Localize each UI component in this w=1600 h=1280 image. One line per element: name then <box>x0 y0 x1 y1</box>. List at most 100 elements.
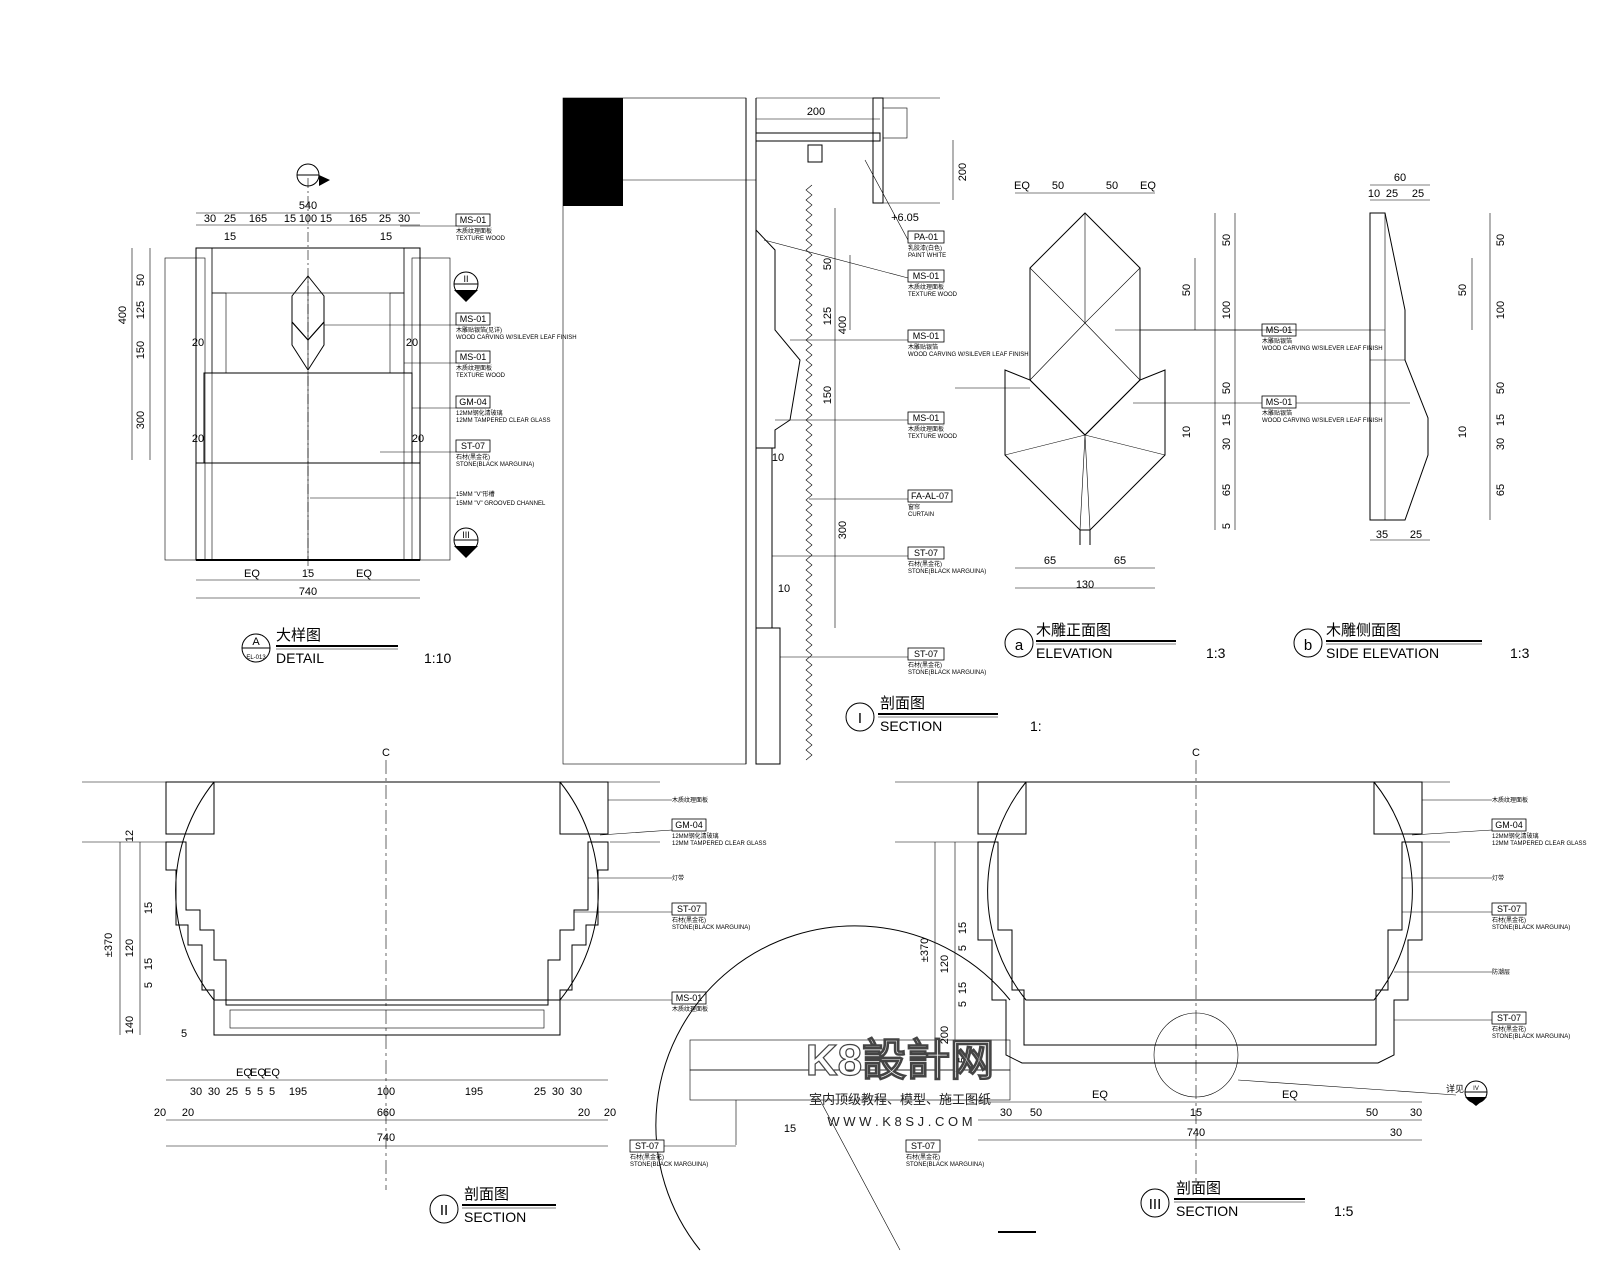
elev-a-top-3: EQ <box>1140 180 1156 192</box>
sec3-scale: 1:5 <box>1334 1203 1354 1219</box>
elev-a-tag-1-cn: 木雕贴银箔 <box>1262 409 1292 417</box>
elev-a-right-7: 5 <box>1221 523 1233 529</box>
sec1-tag-1-code: MS-01 <box>913 271 940 281</box>
section-ii-dimensions: C 12 15 120 15 5 140 5 ±370 EQ EQ EQ 30 … <box>103 747 616 1144</box>
detail-tag-0-en: TEXTURE WOOD <box>456 236 506 242</box>
sec3-row2-1: 50 <box>1030 1107 1042 1119</box>
section-i-drawing <box>562 97 954 765</box>
elev-a-right-6: 65 <box>1221 484 1233 496</box>
sec3-left-0: 15 <box>957 922 969 934</box>
detail-tag-3-code: GM-04 <box>459 397 487 407</box>
sec3-detail-label: 详见 <box>1446 1083 1464 1094</box>
sec3-marker: III <box>1149 1196 1162 1213</box>
elev-a-tag-1-en: WOOD CARVING W/SILEVER LEAF FINISH <box>1262 418 1383 424</box>
detail-bottom-total: 740 <box>299 586 317 598</box>
elev-a-bottom-0: 65 <box>1044 555 1056 567</box>
sec1-vdim-2: 400 <box>837 316 849 334</box>
detail-bottom-0: EQ <box>244 568 260 580</box>
sec3-title-en: SECTION <box>1176 1203 1238 1219</box>
sec3-tag-4-cn: 防潮层 <box>1492 968 1510 976</box>
detail-small-20b: 20 <box>406 337 418 349</box>
sec1-tag-4-cn: 窗帘 <box>908 503 920 511</box>
watermark: K8設計网 室内顶级教程、模型、施工图纸 W W W . K 8 S J . C… <box>805 1035 994 1129</box>
detail-dim-top-7: 25 <box>379 213 391 225</box>
elev-b-right-4: 30 <box>1495 438 1507 450</box>
sec1-vdim-6: 10 <box>778 583 790 595</box>
sec1-tag-3-en: TEXTURE WOOD <box>908 434 958 440</box>
sec2-row3-4: 20 <box>604 1107 616 1119</box>
section-iii-dimensions: C 15 5 120 15 5 200 5 ±370 EQ 15 EQ 30 5… <box>919 747 1422 1139</box>
sec2-row3-0: 20 <box>154 1107 166 1119</box>
detail-tag-0-code: MS-01 <box>460 215 487 225</box>
elev-a-right-0: 50 <box>1221 234 1233 246</box>
detail-tag-5-en: 15MM "V" GROOVED CHANNEL <box>456 501 546 507</box>
sec3-left-1: 5 <box>957 945 969 951</box>
detail-left-dim-3: 300 <box>135 411 147 429</box>
elev-b-title-cn: 木雕侧面图 <box>1326 622 1401 639</box>
sec1-tag-6-cn: 石材(黑金花) <box>908 661 942 669</box>
elevation-b-title-block: b 木雕侧面图 SIDE ELEVATION 1:3 <box>1293 622 1530 661</box>
sec2-tag-2-cn: 灯带 <box>672 874 684 882</box>
zoom-dim: 15 <box>784 1123 796 1135</box>
sec1-marker: I <box>858 710 862 727</box>
elev-b-top-1: 25 <box>1386 188 1398 200</box>
sec1-tag-0-code: PA-01 <box>914 232 938 242</box>
section-iii-drawing <box>895 760 1457 1190</box>
sec1-vdim-3: 150 <box>822 386 834 404</box>
sec1-scale: 1: <box>1030 718 1042 734</box>
detail-tag-1-cn: 木雕贴银箔(见详) <box>456 326 502 334</box>
sec3-row2-4: 30 <box>1410 1107 1422 1119</box>
sec1-tag-5-code: ST-07 <box>914 548 938 558</box>
sec2-tag-3-cn: 石材(黑金花) <box>672 916 706 924</box>
sec2-row1-2: EQ <box>264 1067 280 1079</box>
detail-tag-1-code: MS-01 <box>460 314 487 324</box>
elev-a-top-2: 50 <box>1106 180 1118 192</box>
sec2-tag-1-cn: 12MM钢化清玻璃 <box>672 832 719 840</box>
detail-tag-4-code: ST-07 <box>461 441 485 451</box>
section-ii-title-block: II 剖面图 SECTION <box>429 1186 556 1225</box>
sec3-detail-ref: IV <box>1473 1086 1479 1092</box>
sec3-centerline: C <box>1192 747 1200 759</box>
section-ii-tags: 木质纹理面板 GM-04 12MM钢化清玻璃 12MM TAMPERED CLE… <box>544 796 766 1013</box>
detail-marker: A <box>252 636 260 648</box>
elev-a-right-5: 30 <box>1221 438 1233 450</box>
sec1-tag-0-cn: 乳胶漆(白色) <box>908 244 942 252</box>
sec2-centerline: C <box>382 747 390 759</box>
detail-left-dim-0: 50 <box>135 274 147 286</box>
zoom-detail-drawing: 15 ST-07 石材(黑金花) STONE(BLACK MARGUINA) S… <box>629 925 1011 1251</box>
sec1-tag-2-code: MS-01 <box>913 331 940 341</box>
callout-iii-label: III <box>462 530 470 540</box>
sec3-title-cn: 剖面图 <box>1176 1180 1221 1197</box>
sec2-row2-8: 195 <box>465 1086 483 1098</box>
sec1-tag-3-code: MS-01 <box>913 413 940 423</box>
zoom-tag-0-en: STONE(BLACK MARGUINA) <box>630 1162 708 1168</box>
section-iii-detail-callout: 详见 IV <box>1446 1080 1488 1106</box>
detail-small-20a: 20 <box>192 337 204 349</box>
elev-b-top-2: 25 <box>1412 188 1424 200</box>
elevation-b-dimensions: 60 10 25 25 50 100 50 15 30 65 50 10 35 … <box>1368 172 1507 541</box>
sec2-row1-0: EQ <box>236 1067 252 1079</box>
elev-a-bottom-total: 130 <box>1076 579 1094 591</box>
sec2-row2-11: 30 <box>570 1086 582 1098</box>
sec3-tag-5-en: STONE(BLACK MARGUINA) <box>1492 1034 1570 1040</box>
elev-a-right-3: 50 <box>1221 382 1233 394</box>
detail-left-dim-2: 150 <box>135 341 147 359</box>
sec2-row3-1: 20 <box>182 1107 194 1119</box>
elev-a-marker: a <box>1015 637 1024 654</box>
sec1-tag-3-cn: 木质纹理面板 <box>908 425 944 433</box>
elev-a-tag-0-cn: 木雕贴银箔 <box>1262 337 1292 345</box>
sec3-row1-0: EQ <box>1092 1089 1108 1101</box>
sec3-left-5: 200 <box>939 1026 951 1044</box>
sec2-tag-3-en: STONE(BLACK MARGUINA) <box>672 925 750 931</box>
elev-a-scale: 1:3 <box>1206 645 1226 661</box>
elev-b-top-0: 10 <box>1368 188 1380 200</box>
sec2-row2-5: 5 <box>269 1086 275 1098</box>
sec3-row2-0: 30 <box>1000 1107 1012 1119</box>
watermark-url: W W W . K 8 S J . C O M <box>827 1114 972 1129</box>
detail-center-15a: 15 <box>224 231 236 243</box>
watermark-slogan: 室内顶级教程、模型、施工图纸 <box>809 1092 991 1107</box>
sec1-tag-6-code: ST-07 <box>914 649 938 659</box>
sec2-row1-1: EQ <box>250 1067 266 1079</box>
section-i-dimensions: 200 200 +6.05 50 125 400 150 300 10 10 <box>756 106 969 595</box>
sec1-dim-top: 200 <box>807 106 825 118</box>
